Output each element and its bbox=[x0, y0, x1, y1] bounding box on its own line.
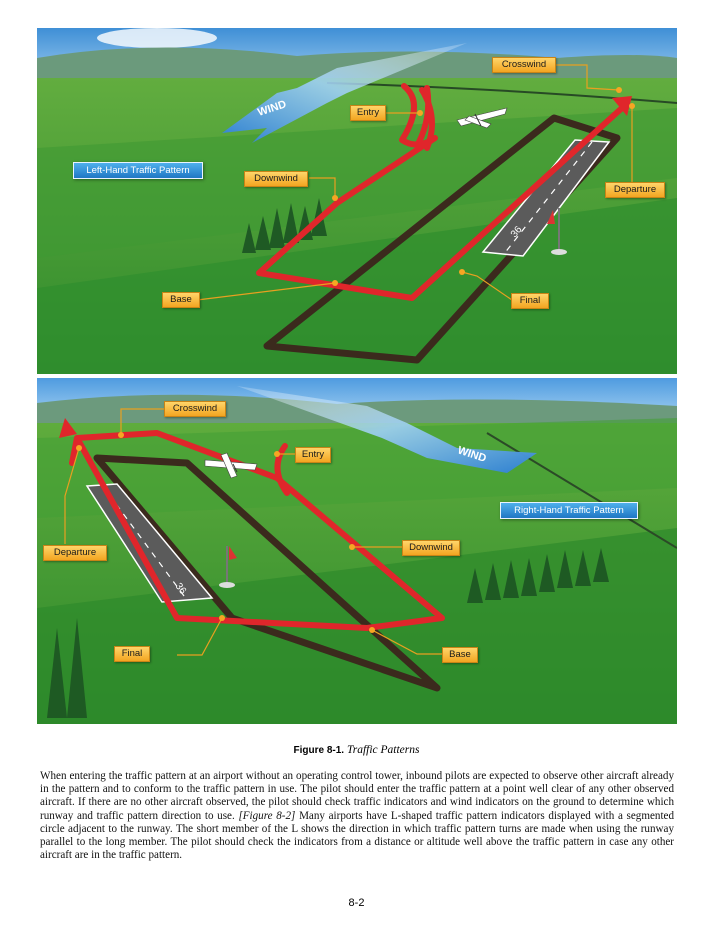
entry-leg bbox=[274, 443, 290, 496]
body-text-part-2: Many airports have L-shaped traffic patt… bbox=[40, 809, 675, 862]
figure-title: Traffic Patterns bbox=[346, 744, 420, 756]
traffic-pattern-path bbox=[256, 83, 625, 301]
callout-final: Final bbox=[511, 293, 549, 309]
figure-caption: Figure 8-1. Traffic Patterns bbox=[0, 744, 713, 756]
windsock-icon bbox=[547, 210, 555, 224]
windsock-icon bbox=[229, 546, 237, 560]
left-hand-pattern-scene: 36 WIND bbox=[37, 28, 677, 374]
callout-crosswind: Crosswind bbox=[492, 57, 556, 73]
right-hand-pattern-illustration: 36 WIND Crosswind Ent bbox=[37, 378, 677, 724]
callout-entry: Entry bbox=[295, 447, 331, 463]
figure-number: Figure 8-1. bbox=[293, 745, 345, 756]
airplane-icon bbox=[204, 452, 258, 479]
traffic-pattern-path bbox=[69, 430, 445, 631]
callout-base: Base bbox=[442, 647, 478, 663]
runway bbox=[481, 139, 611, 257]
page-number: 8-2 bbox=[348, 897, 365, 909]
callout-dots bbox=[332, 87, 635, 286]
left-hand-pattern-label: Left-Hand Traffic Pattern bbox=[73, 162, 203, 179]
callout-final: Final bbox=[114, 646, 150, 662]
wind-arrow-icon bbox=[237, 386, 537, 473]
right-hand-pattern-label: Right-Hand Traffic Pattern bbox=[500, 502, 638, 519]
callout-downwind: Downwind bbox=[402, 540, 460, 556]
windsock-base bbox=[551, 249, 567, 255]
wind-arrow-icon bbox=[222, 43, 467, 143]
cloud bbox=[97, 28, 217, 48]
windsock-base bbox=[219, 582, 235, 588]
callout-departure: Departure bbox=[43, 545, 107, 561]
callout-crosswind: Crosswind bbox=[164, 401, 226, 417]
field-band bbox=[37, 418, 677, 518]
right-hand-pattern-scene: 36 WIND bbox=[37, 378, 677, 724]
departure-arrowhead-icon bbox=[59, 418, 77, 438]
callout-base: Base bbox=[162, 292, 200, 308]
figure-reference-link[interactable]: [Figure 8-2] bbox=[238, 809, 296, 822]
callout-entry: Entry bbox=[350, 105, 386, 121]
callout-departure: Departure bbox=[605, 182, 665, 198]
ground-track bbox=[93, 454, 441, 692]
body-text-part-1: When entering the traffic pattern at an … bbox=[40, 770, 674, 822]
airplane-icon bbox=[456, 107, 508, 129]
departure-arrowhead-icon bbox=[612, 96, 632, 116]
callout-dots bbox=[76, 432, 375, 633]
callout-leaders bbox=[64, 408, 442, 656]
left-hand-pattern-illustration: 36 WIND Crosswind Ent bbox=[37, 28, 677, 374]
body-paragraph: When entering the traffic pattern at an … bbox=[40, 770, 674, 862]
callout-downwind: Downwind bbox=[244, 171, 308, 187]
entry-leg bbox=[419, 87, 435, 151]
tree-cluster bbox=[47, 548, 609, 718]
